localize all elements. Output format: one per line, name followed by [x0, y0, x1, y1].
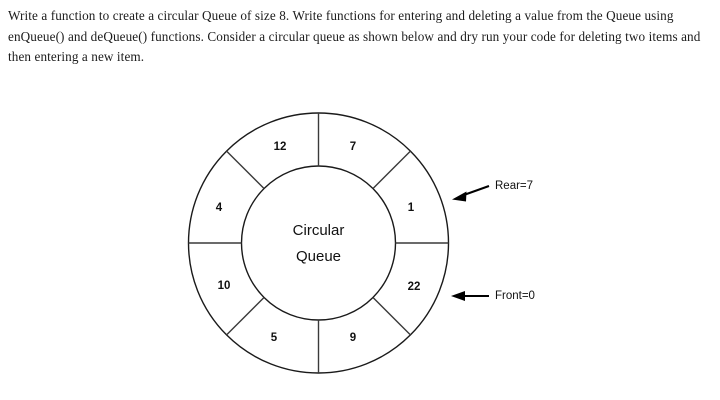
- slot-label-9: 9: [350, 332, 356, 344]
- divider-315deg: [372, 297, 411, 336]
- center-label-line2: Queue: [296, 248, 341, 265]
- front-arrow-head: [451, 291, 465, 301]
- inner-circle: [240, 165, 397, 321]
- slot-label-12: 12: [274, 141, 287, 153]
- slot-label-7: 7: [350, 141, 356, 153]
- front-pointer: Front=0: [451, 290, 535, 302]
- rear-arrow-head: [452, 191, 467, 202]
- front-label: Front=0: [495, 290, 535, 302]
- slot-label-1: 1: [408, 202, 415, 214]
- rear-label: Rear=7: [495, 180, 533, 192]
- center-label-line1: Circular: [293, 222, 345, 239]
- rear-pointer: Rear=7: [452, 180, 533, 202]
- slot-label-22: 22: [408, 281, 421, 293]
- divider-135deg: [226, 150, 265, 189]
- slot-label-5: 5: [271, 332, 278, 344]
- slot-label-4: 4: [216, 202, 223, 214]
- question-paragraph: Write a function to create a circular Qu…: [8, 8, 701, 64]
- divider-45deg: [372, 150, 411, 189]
- slot-label-10: 10: [218, 280, 231, 292]
- divider-225deg: [226, 297, 265, 336]
